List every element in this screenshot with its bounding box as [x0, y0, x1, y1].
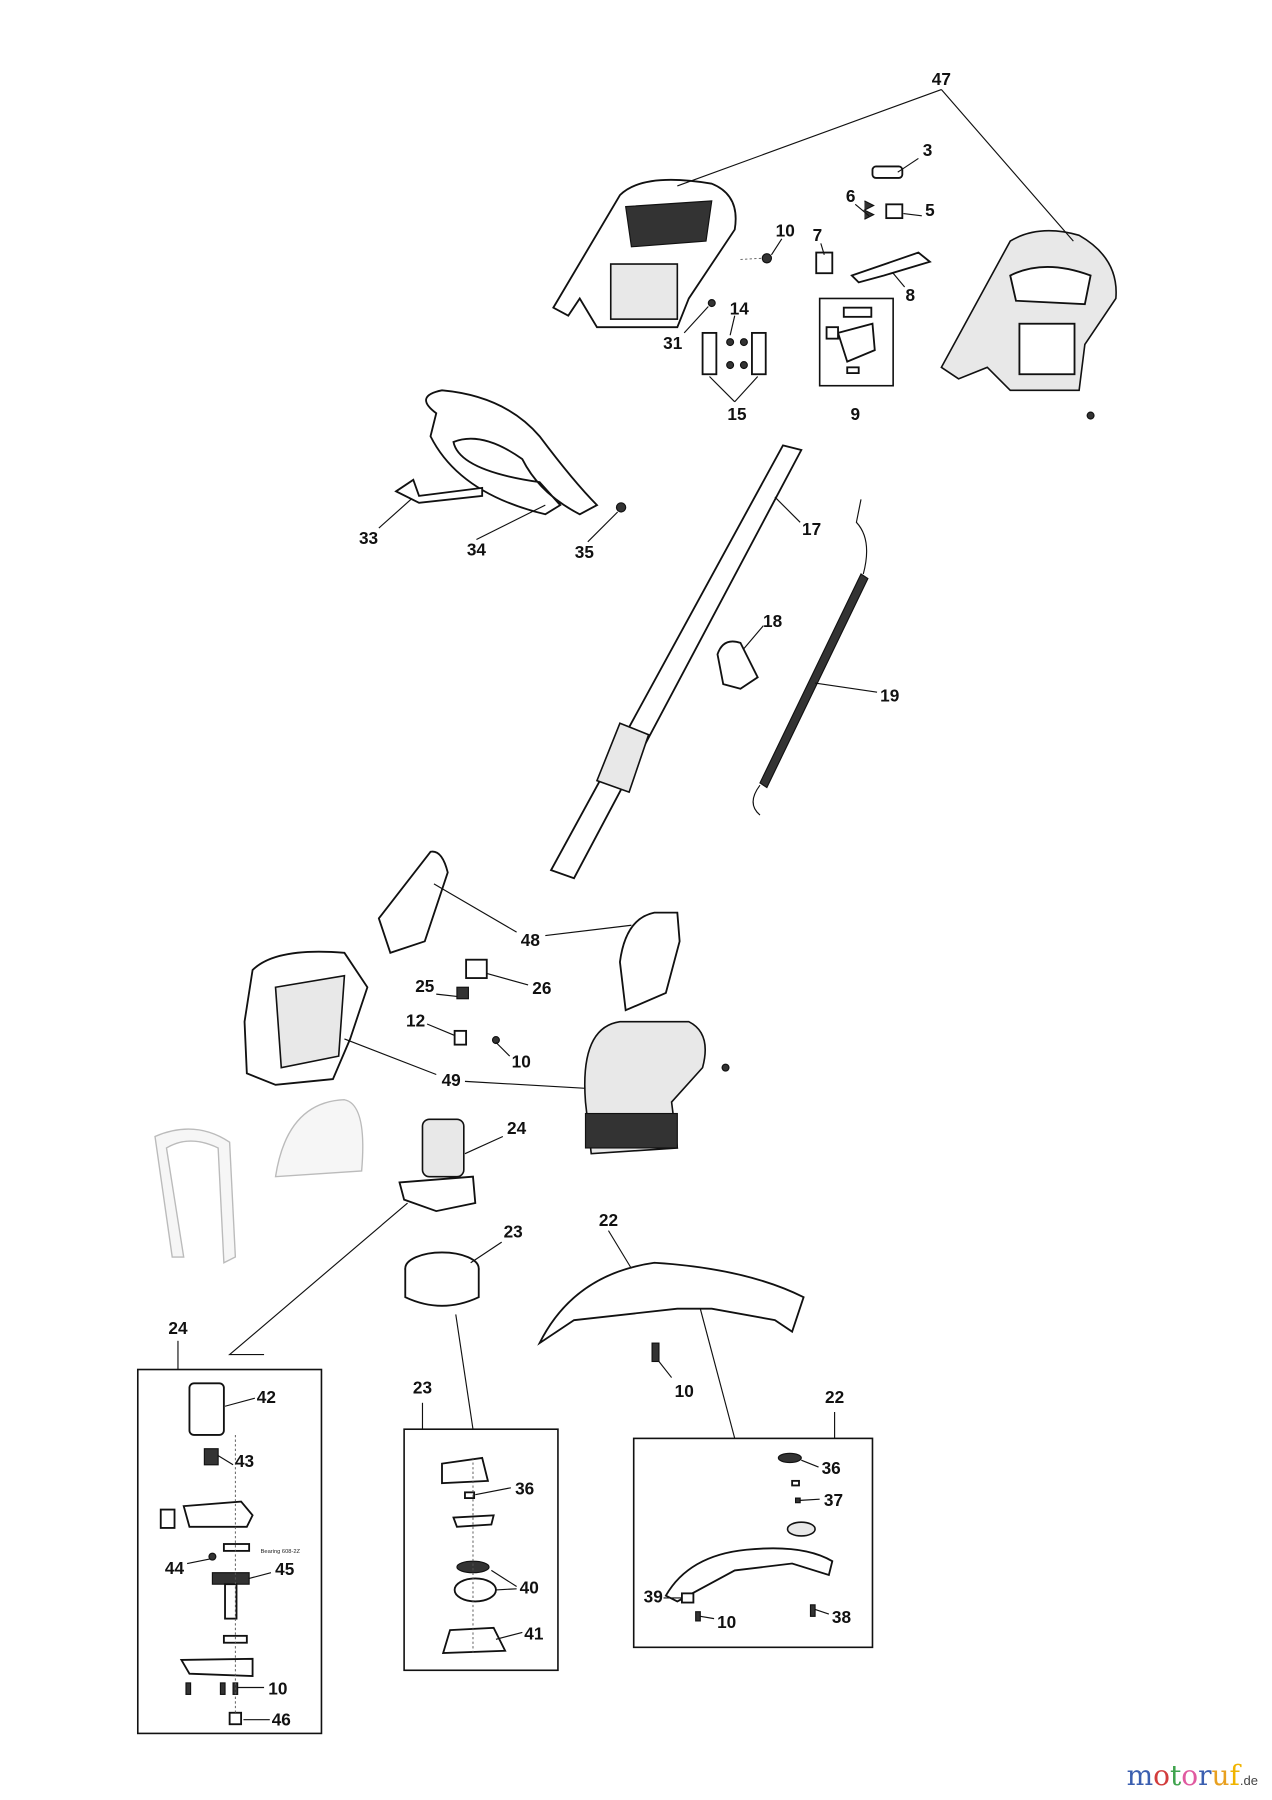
motor-detail-box — [136, 1368, 323, 1735]
guard-detail-box — [632, 1437, 874, 1649]
label-48: 48 — [521, 930, 541, 950]
part-26 — [465, 958, 488, 979]
label-42: 42 — [257, 1387, 276, 1407]
motoruf-logo: motoruf.de — [1126, 1759, 1258, 1792]
leader-lines — [177, 89, 1074, 1721]
label-41: 41 — [524, 1623, 544, 1643]
label-46: 46 — [272, 1709, 291, 1729]
label-18: 18 — [763, 611, 783, 631]
cover-right — [619, 911, 681, 1012]
shaft-tube — [549, 444, 803, 880]
label-22: 22 — [825, 1387, 844, 1407]
part-labels: 47 3 6 5 10 7 8 14 31 15 9 33 34 35 17 1… — [165, 69, 951, 1729]
label-45: 45 — [275, 1559, 295, 1579]
label-22: 22 — [599, 1210, 618, 1230]
label-49: 49 — [442, 1070, 461, 1090]
label-23: 23 — [504, 1222, 523, 1242]
label-9: 9 — [850, 404, 860, 424]
bearing-note: Bearing 608-2Z — [261, 1549, 301, 1555]
label-24: 24 — [168, 1318, 188, 1338]
label-24: 24 — [507, 1118, 527, 1138]
label-47: 47 — [932, 69, 951, 89]
label-10: 10 — [776, 220, 795, 240]
label-10: 10 — [512, 1052, 531, 1072]
label-40: 40 — [520, 1577, 539, 1597]
label-38: 38 — [832, 1607, 852, 1627]
label-34: 34 — [467, 540, 487, 560]
label-14: 14 — [730, 299, 750, 319]
label-3: 3 — [923, 140, 933, 160]
label-23: 23 — [413, 1378, 432, 1398]
motor-housing-right — [584, 1020, 730, 1155]
label-15: 15 — [727, 404, 747, 424]
handle-housing-right — [940, 229, 1117, 392]
handle-housing-left — [552, 178, 737, 329]
label-36: 36 — [515, 1479, 534, 1499]
label-10: 10 — [675, 1381, 694, 1401]
label-17: 17 — [802, 519, 821, 539]
power-cable — [752, 499, 869, 816]
label-31: 31 — [663, 333, 683, 353]
shaft-clamp — [716, 640, 759, 690]
label-19: 19 — [880, 685, 899, 705]
front-handle — [394, 389, 627, 516]
label-7: 7 — [813, 225, 823, 245]
label-37: 37 — [824, 1490, 843, 1510]
label-39: 39 — [644, 1587, 663, 1607]
label-35: 35 — [575, 542, 595, 562]
label-26: 26 — [532, 978, 551, 998]
label-12: 12 — [406, 1010, 425, 1030]
label-10: 10 — [717, 1612, 736, 1632]
label-44: 44 — [165, 1558, 185, 1578]
label-8: 8 — [906, 285, 916, 305]
label-33: 33 — [359, 528, 378, 548]
spool-housing — [404, 1251, 480, 1307]
label-25: 25 — [415, 976, 435, 996]
part-25 — [456, 986, 469, 1000]
label-10: 10 — [268, 1678, 287, 1698]
part-12 — [453, 1029, 468, 1046]
label-43: 43 — [235, 1451, 254, 1471]
guard — [537, 1261, 805, 1363]
label-6: 6 — [846, 186, 856, 206]
spool-detail-box — [403, 1428, 559, 1672]
small-parts-switch — [701, 165, 1095, 420]
guard-wire — [154, 1128, 237, 1264]
label-5: 5 — [925, 200, 935, 220]
motor-housing-left — [243, 950, 369, 1086]
cap-ghost — [274, 1099, 364, 1178]
cover-left — [377, 850, 449, 954]
label-36: 36 — [822, 1458, 841, 1478]
motor-assembly — [398, 1118, 477, 1213]
